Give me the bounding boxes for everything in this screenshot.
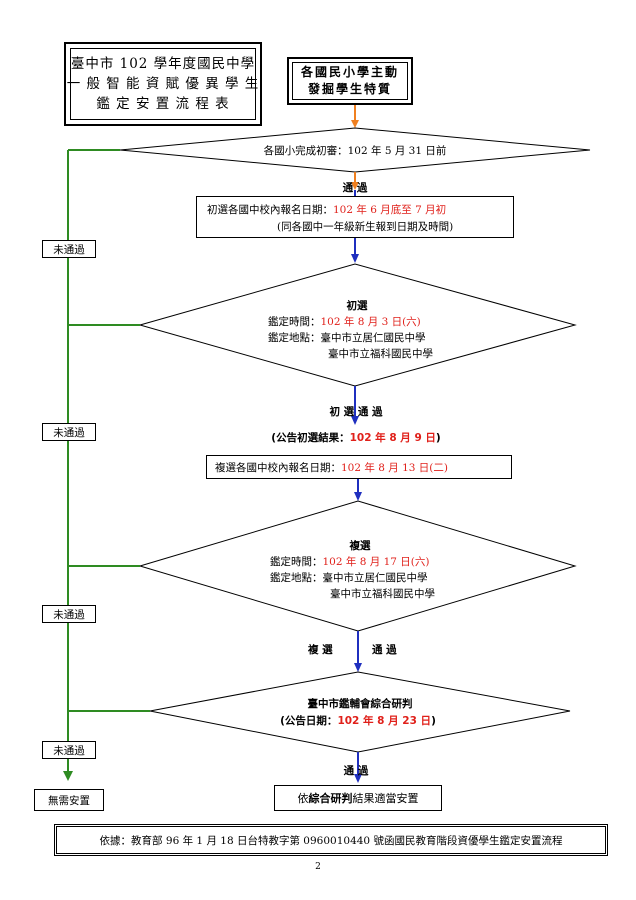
pass-label-4: 通 過 (343, 765, 369, 777)
decision-2-heading: 初選 (346, 300, 368, 312)
decision-4-diamond (149, 671, 571, 753)
decision-4-prefix: (公告日期： (280, 715, 338, 727)
fail-label-1: 未通過 (42, 240, 96, 258)
decision-2-time-label: 鑑定時間： (268, 316, 321, 328)
decision-3-place-2: 臺中市立福科國民中學 (330, 588, 435, 600)
no-placement-box: 無需安置 (34, 789, 104, 811)
decision-1-text: 各國小完成初審：102 年 5 月 31 日前 (263, 145, 447, 157)
final-suffix: 結果適當安置 (352, 792, 419, 805)
register-1-date: 102 年 6 月底至 7 月初 (333, 204, 447, 216)
page-number: 2 (315, 862, 321, 872)
announce-1-prefix: (公告初選結果： (271, 432, 350, 444)
decision-3-time-label: 鑑定時間： (270, 556, 323, 568)
decision-3-time: 102 年 8 月 17 日(六) (322, 556, 430, 568)
decision-2-diamond (138, 263, 577, 387)
decision-4-date: 102 年 8 月 23 日 (337, 715, 432, 727)
register-1-note: (同各國中一年級新生報到日期及時間) (277, 221, 454, 233)
announce-1-date: 102 年 8 月 9 日 (349, 432, 436, 444)
decision-2-place-label: 鑑定地點： (268, 332, 321, 344)
decision-2-place-1: 臺中市立居仁國民中學 (320, 332, 426, 344)
fail-label-4: 未通過 (42, 741, 96, 759)
start-box: 各國民小學主動 發掘學生特質 (287, 57, 413, 105)
decision-2-time: 102 年 8 月 3 日(六) (320, 316, 421, 328)
title-line-2: 一 般 智 能 資 賦 優 異 學 生 (66, 76, 260, 92)
title-box: 臺中市 102 學年度國民中學 一 般 智 能 資 賦 優 異 學 生 鑑 定 … (64, 42, 262, 126)
decision-4-heading: 臺中市鑑輔會綜合研判 (307, 698, 413, 710)
start-line-1: 各國民小學主動 (300, 65, 399, 79)
decision-3-diamond (138, 500, 577, 632)
register-2-prefix: 複選各國中校內報名日期： (215, 462, 341, 474)
pass-label-2: 初 選 通 過 (329, 406, 383, 418)
final-placement-box: 依綜合研判結果適當安置 (274, 785, 442, 811)
start-line-2: 發掘學生特質 (307, 82, 392, 96)
decision-3-heading: 複選 (349, 540, 371, 552)
decision-3-place-label: 鑑定地點： (270, 572, 323, 584)
register-2-date: 102 年 8 月 13 日(二) (341, 462, 448, 474)
decision-2-place-2: 臺中市立福科國民中學 (328, 348, 433, 360)
pass-label-1: 通 過 (342, 182, 368, 194)
pass-label-3-left: 複 選 (308, 644, 333, 656)
fail-label-3: 未通過 (42, 605, 96, 623)
register-1-box: 初選各國中校內報名日期：102 年 6 月底至 7 月初 (同各國中一年級新生報… (196, 196, 514, 238)
title-line-3: 鑑 定 安 置 流 程 表 (96, 96, 230, 112)
final-prefix: 依 (297, 792, 309, 805)
pass-label-3-right: 通 過 (372, 644, 397, 656)
decision-4-suffix: ) (431, 715, 436, 727)
announce-1-suffix: ) (435, 432, 441, 444)
footer-text: 依據：教育部 96 年 1 月 18 日台特教字第 0960010440 號函國… (99, 834, 563, 847)
title-line-1: 臺中市 102 學年度國民中學 (70, 56, 256, 72)
final-bold: 綜合研判 (308, 792, 353, 805)
register-2-box: 複選各國中校內報名日期：102 年 8 月 13 日(二) (206, 455, 512, 479)
decision-1-diamond (119, 127, 591, 173)
fail-label-2: 未通過 (42, 423, 96, 441)
footer-box: 依據：教育部 96 年 1 月 18 日台特教字第 0960010440 號函國… (54, 824, 608, 856)
decision-3-place-1: 臺中市立居仁國民中學 (322, 572, 428, 584)
register-1-prefix: 初選各國中校內報名日期： (207, 204, 333, 216)
